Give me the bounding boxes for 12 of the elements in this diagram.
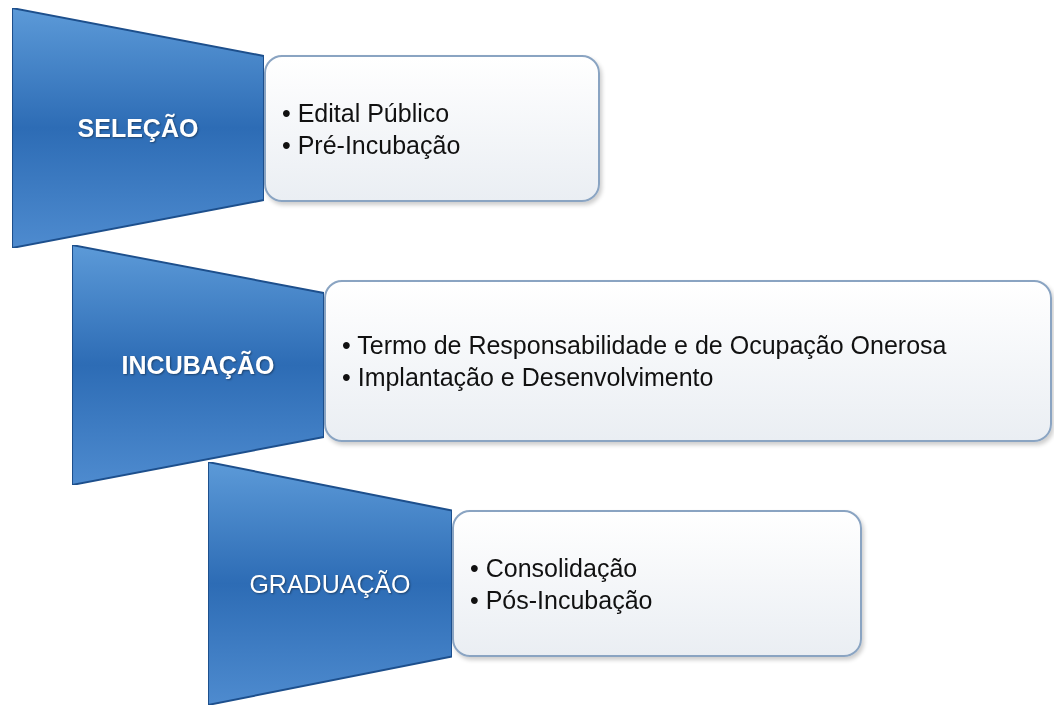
bullet-item: • Edital Público — [282, 97, 451, 128]
stage-label: GRADUAÇÃO — [248, 569, 412, 598]
stage-label: SELEÇÃO — [76, 113, 200, 143]
stage-card — [264, 55, 600, 202]
stage-card — [452, 510, 862, 657]
bullet-item: • Consolidação — [470, 552, 639, 583]
bullet-item: • Pós-Incubação — [470, 584, 653, 615]
stage-card — [324, 280, 1052, 442]
bullet-item: • Pré-Incubação — [282, 129, 461, 160]
bullet-item: • Implantação e Desenvolvimento — [342, 362, 715, 392]
bullet-item: • Termo de Responsabilidade e de Ocupação Onerosa — [342, 330, 947, 360]
stage-label: INCUBAÇÃO — [120, 350, 276, 380]
